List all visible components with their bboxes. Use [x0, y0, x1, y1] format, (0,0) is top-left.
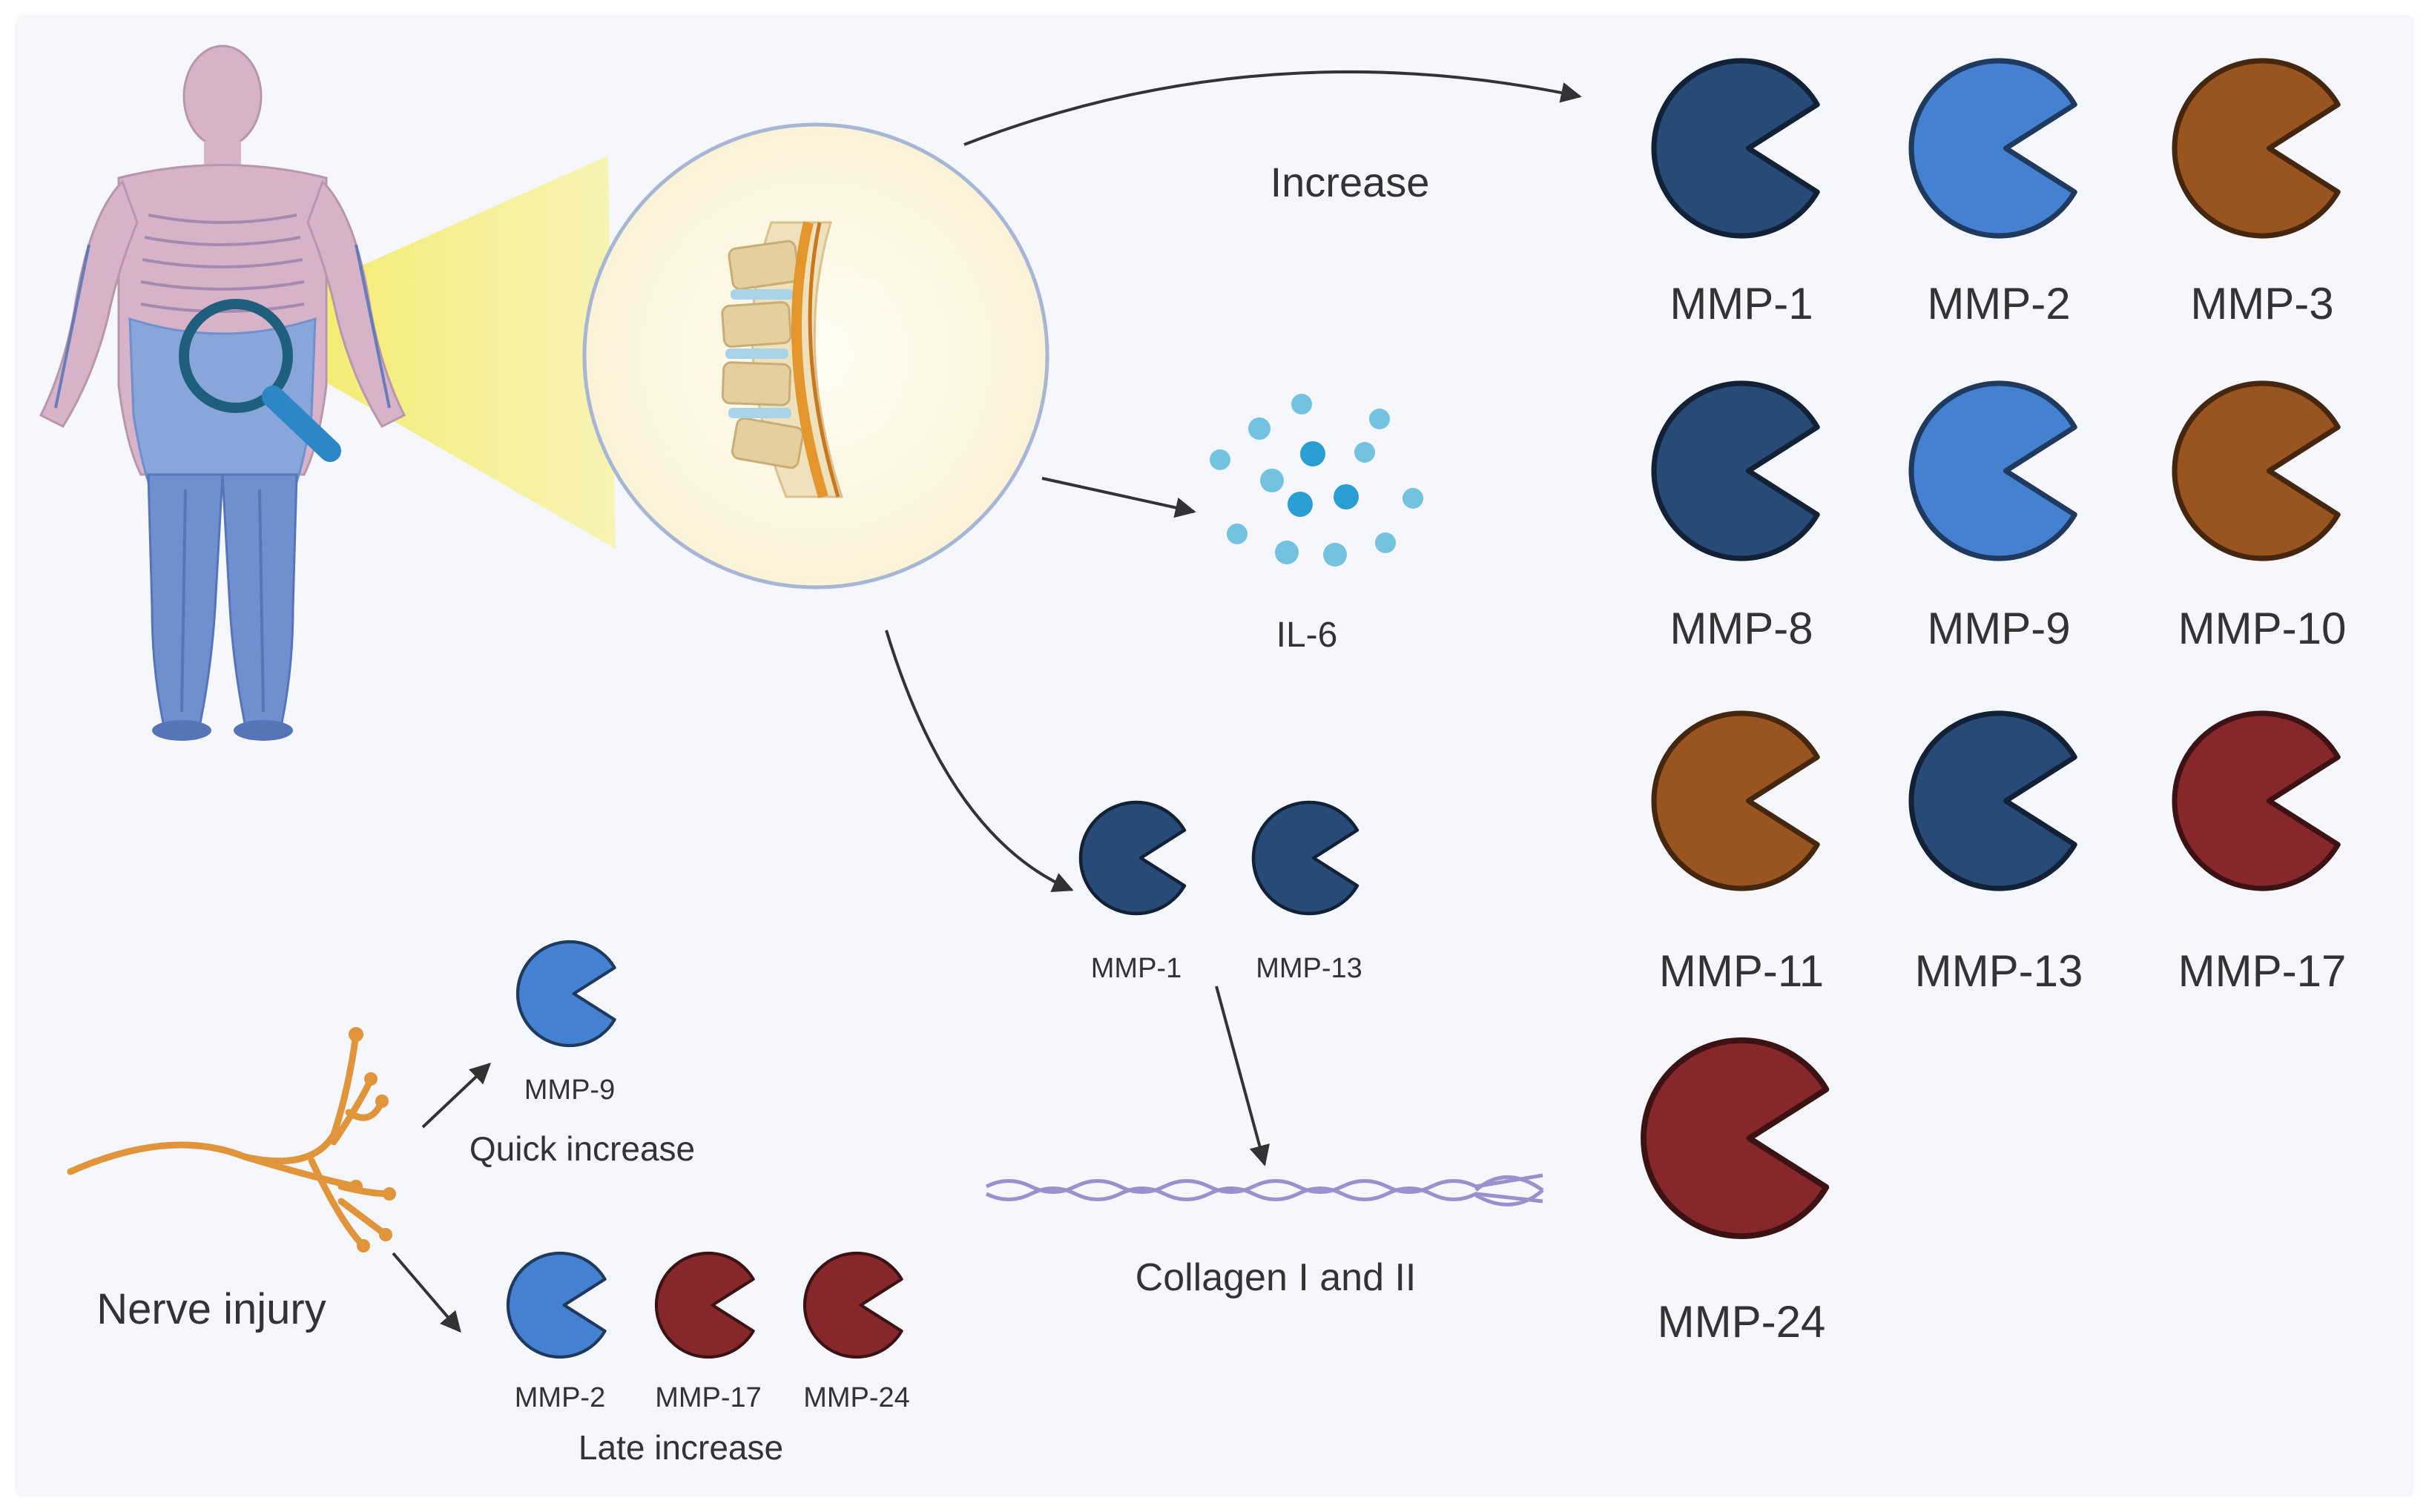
mmp-enzyme-icon	[515, 940, 616, 1048]
mmp-label: MMP-1	[1670, 279, 1813, 329]
arrow-to-il6	[1041, 477, 1196, 518]
il6-dot	[1210, 449, 1230, 470]
mmp-label: MMP-17	[655, 1382, 762, 1413]
magnification-beam	[267, 156, 616, 549]
mmp-label: MMP-9	[1927, 604, 2070, 653]
mmp-enzyme-icon	[802, 1251, 903, 1359]
mmp-enzyme-icon	[1641, 1037, 1830, 1239]
nerve-injury-label: Nerve injury	[96, 1285, 326, 1333]
il6-molecules-icon	[1210, 394, 1423, 567]
arrow-to-collagen-mmps	[885, 630, 1074, 893]
mmp-label: MMP-13	[1256, 953, 1362, 984]
mmp-enzyme-icon	[1651, 380, 1820, 561]
il6-dot	[1227, 524, 1248, 544]
increase-label: Increase	[1270, 159, 1430, 205]
arrow-to-late	[392, 1252, 461, 1333]
quick-increase-label: Quick increase	[469, 1129, 695, 1168]
il6-dot	[1369, 409, 1390, 429]
il6-dot	[1275, 541, 1299, 564]
arrow-to-collagen	[1215, 986, 1270, 1166]
mmp-label: MMP-3	[2190, 279, 2333, 329]
mmp-label: MMP-1	[1091, 953, 1181, 984]
mmp-enzyme-icon	[2172, 380, 2341, 561]
arrow-to-quick	[421, 1063, 492, 1129]
spine-icon	[721, 221, 844, 499]
mmp-enzyme-icon	[1651, 58, 1820, 239]
mmp-label: MMP-24	[803, 1382, 910, 1413]
quick-mmp-group: MMP-9	[515, 940, 616, 1106]
il6-dot	[1403, 488, 1423, 509]
mmp-label: MMP-2	[1927, 279, 2070, 329]
mmp-label: MMP-17	[2178, 946, 2347, 996]
il6-dot	[1354, 442, 1375, 463]
collagen-fiber-icon	[985, 1173, 1544, 1206]
mmp-label: MMP-24	[1658, 1297, 1826, 1347]
magnifier-icon	[179, 299, 341, 462]
late-mmp-group: MMP-2 MMP-17 MMP-24	[506, 1251, 910, 1413]
il6-dot	[1248, 417, 1270, 440]
mmp-label: MMP-13	[1915, 946, 2083, 996]
spine-lens	[582, 122, 1049, 590]
mmp-enzyme-icon	[654, 1251, 755, 1359]
mmp-enzyme-icon	[1908, 710, 2077, 891]
il6-dot	[1288, 492, 1313, 517]
mmp-enzyme-icon	[506, 1251, 607, 1359]
il6-dot	[1300, 441, 1325, 466]
mmp-enzyme-icon	[1908, 58, 2077, 239]
late-increase-label: Late increase	[579, 1428, 783, 1467]
mmp-label: MMP-10	[2178, 604, 2347, 653]
mmp-enzyme-icon	[2172, 710, 2341, 891]
mmp-label: MMP-8	[1670, 604, 1813, 653]
arrow-to-grid	[963, 70, 1582, 146]
mmp-enzyme-icon	[1908, 380, 2077, 561]
collagen-mmp-group: MMP-1 MMP-13	[1078, 800, 1362, 984]
mmp-label: MMP-2	[515, 1382, 605, 1413]
mmp-enzyme-icon	[1251, 800, 1359, 916]
mmp-label: MMP-9	[524, 1074, 615, 1106]
il6-dot	[1291, 394, 1312, 415]
il6-dot	[1375, 532, 1396, 553]
mmp-label: MMP-11	[1659, 946, 1824, 996]
il6-label: IL-6	[1276, 615, 1338, 655]
nerve-ends	[349, 1027, 396, 1252]
collagen-label: Collagen I and II	[1136, 1256, 1417, 1299]
il6-dot	[1323, 543, 1347, 567]
mmp-enzyme-icon	[1651, 710, 1820, 891]
il6-dot	[1334, 484, 1359, 509]
mmp-enzyme-icon	[1078, 800, 1187, 916]
il6-dot	[1260, 469, 1284, 492]
mmp-enzyme-icon	[2172, 58, 2341, 239]
